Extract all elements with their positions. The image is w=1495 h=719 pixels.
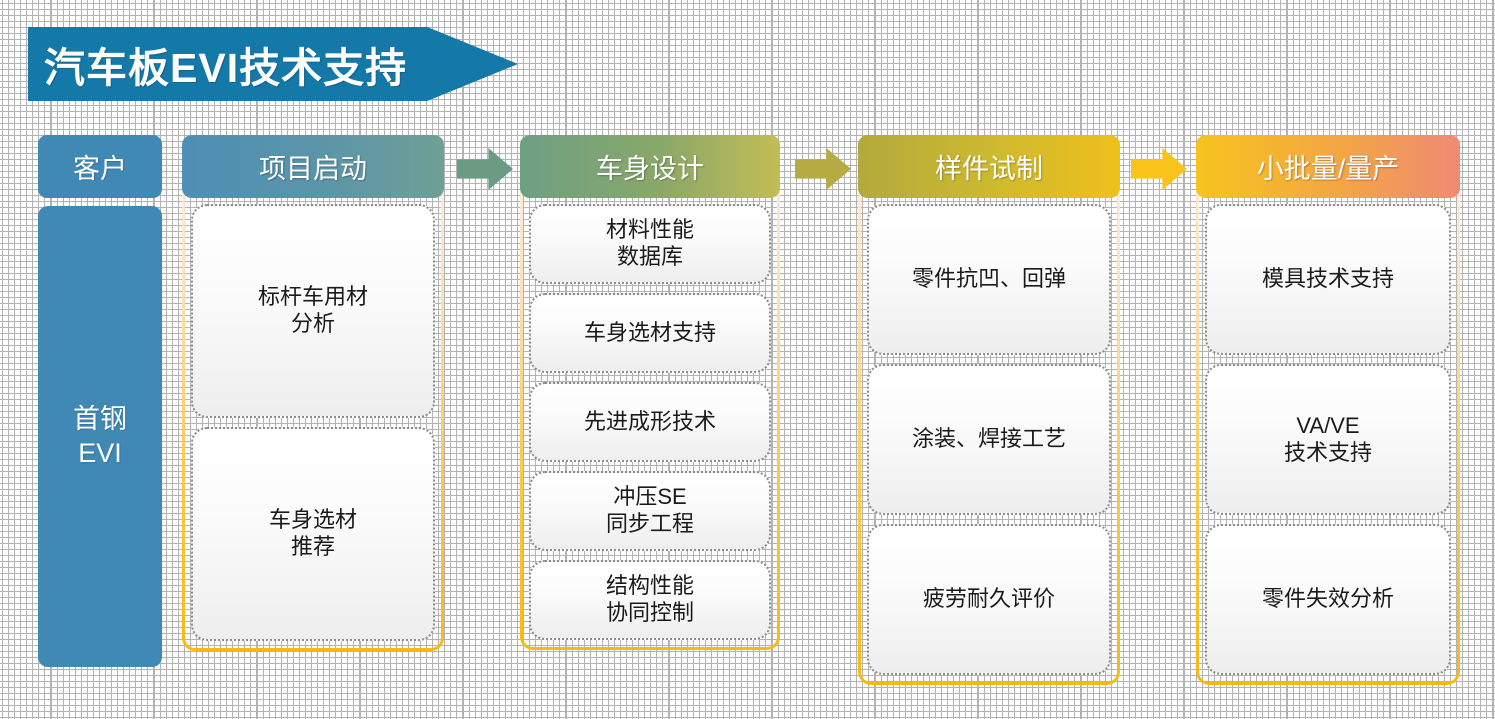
card-line: 推荐 [290, 534, 335, 559]
stage-column-body-design: 车身设计 材料性能 数据库 车身选材支持 先进成形技术 冲压SE [520, 135, 780, 650]
stage-card[interactable]: 结构性能 协同控制 [529, 560, 771, 640]
title-banner-arrow-shape [28, 27, 518, 101]
card-line: 疲劳耐久评价 [922, 586, 1055, 612]
customer-body-line-1: 首钢 [73, 403, 127, 434]
card-line: 技术支持 [1283, 439, 1372, 465]
stage-header-small-batch-mass-production: 小批量/量产 [1196, 135, 1460, 198]
card-line: 分析 [290, 311, 335, 336]
card-line: 结构性能 [605, 573, 694, 599]
stage-card[interactable]: 先进成形技术 [529, 382, 771, 462]
right-arrow-icon [1131, 148, 1187, 190]
stage-header-body-design: 车身设计 [520, 135, 780, 198]
stage-card[interactable]: 零件失效分析 [1205, 524, 1451, 675]
customer-column: 客户 首钢 EVI [38, 135, 162, 667]
customer-header: 客户 [38, 135, 162, 198]
card-line: 先进成形技术 [583, 408, 716, 434]
card-line: 标杆车用材 [257, 284, 368, 310]
stage-card[interactable]: 车身选材 推荐 [191, 427, 435, 641]
card-line: 零件失效分析 [1261, 586, 1394, 612]
stage-header-prototype-trial: 样件试制 [858, 135, 1120, 198]
card-line: 零件抗凹、回弹 [911, 266, 1066, 292]
card-line: 模具技术支持 [1261, 266, 1394, 292]
stage-card[interactable]: 疲劳耐久评价 [867, 524, 1111, 675]
card-line: VA/VE [1296, 412, 1360, 438]
stage-card[interactable]: VA/VE 技术支持 [1205, 364, 1451, 515]
card-line: 冲压SE [613, 484, 687, 510]
stage-card[interactable]: 涂装、焊接工艺 [867, 364, 1111, 515]
stage-card[interactable]: 车身选材支持 [529, 293, 771, 373]
customer-body: 首钢 EVI [38, 206, 162, 667]
card-line: 材料性能 [605, 217, 694, 243]
right-arrow-icon [457, 148, 513, 190]
right-arrow-icon [795, 148, 851, 190]
stage-body-prototype-trial: 零件抗凹、回弹 涂装、焊接工艺 疲劳耐久评价 [858, 188, 1120, 685]
stage-column-project-kickoff: 项目启动 标杆车用材 分析 车身选材 推荐 [182, 135, 444, 651]
stage-body-body-design: 材料性能 数据库 车身选材支持 先进成形技术 冲压SE 同步工程 [520, 188, 780, 650]
stage-card[interactable]: 模具技术支持 [1205, 204, 1451, 355]
stage-body-project-kickoff: 标杆车用材 分析 车身选材 推荐 [182, 188, 444, 651]
card-line: 车身选材 [268, 507, 357, 533]
stage-card[interactable]: 材料性能 数据库 [529, 204, 771, 284]
stage-column-small-batch-mass-production: 小批量/量产 模具技术支持 VA/VE 技术支持 零件失效分析 [1196, 135, 1460, 685]
stage-card[interactable]: 零件抗凹、回弹 [867, 204, 1111, 355]
card-line: 同步工程 [605, 511, 694, 536]
title-banner: 汽车板EVI技术支持 [28, 27, 518, 101]
card-line: 数据库 [616, 244, 683, 269]
stage-card[interactable]: 冲压SE 同步工程 [529, 471, 771, 551]
card-line: 协同控制 [605, 600, 694, 625]
stage-header-project-kickoff: 项目启动 [182, 135, 444, 198]
customer-body-line-2: EVI [78, 437, 122, 468]
stage-body-small-batch-mass-production: 模具技术支持 VA/VE 技术支持 零件失效分析 [1196, 188, 1460, 685]
card-line: 涂装、焊接工艺 [911, 426, 1066, 452]
stage-card[interactable]: 标杆车用材 分析 [191, 204, 435, 418]
stage-column-prototype-trial: 样件试制 零件抗凹、回弹 涂装、焊接工艺 疲劳耐久评价 [858, 135, 1120, 685]
page-title: 汽车板EVI技术支持 [44, 45, 408, 91]
card-line: 车身选材支持 [583, 319, 716, 345]
